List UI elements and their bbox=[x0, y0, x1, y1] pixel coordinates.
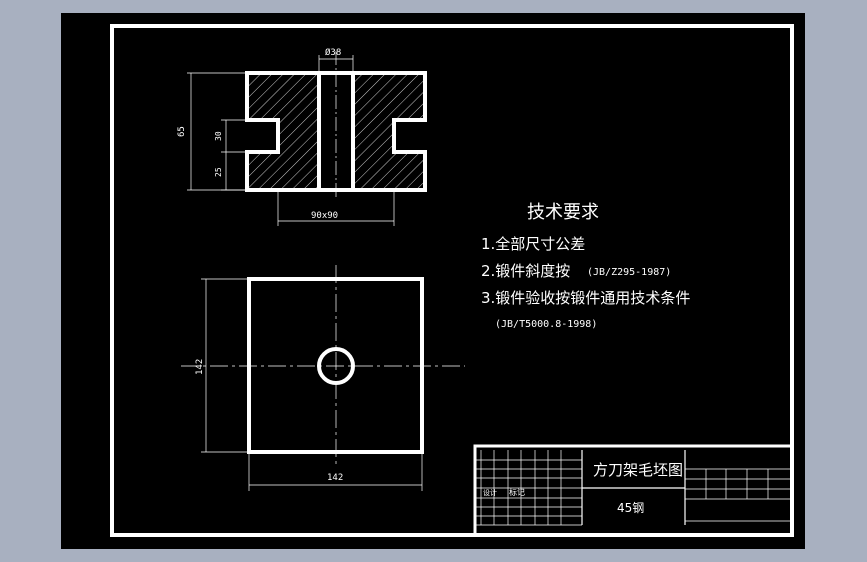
dim-height: 65 bbox=[177, 126, 187, 137]
tech-item-1: 1.全部尺寸公差 bbox=[481, 235, 585, 253]
dim-slot: 30 bbox=[214, 131, 223, 141]
drawing-frame bbox=[110, 24, 794, 537]
section-outline bbox=[245, 71, 427, 192]
tech-item-2: 2.锻件斜度按 bbox=[481, 262, 570, 280]
dim-base: 90x90 bbox=[311, 211, 338, 221]
tech-requirements: 技术要求 1.全部尺寸公差 2.锻件斜度按 (JB/Z295-1987) 3.锻… bbox=[481, 202, 690, 330]
tech-item-3: 3.锻件验收按锻件通用技术条件 bbox=[481, 289, 690, 307]
material: 45钢 bbox=[617, 501, 644, 515]
section-left-hatch bbox=[249, 75, 319, 188]
title-block: 标记 设计 方刀架毛坯图 45钢 bbox=[473, 444, 794, 537]
section-view: Ø38 65 30 25 90x90 bbox=[177, 47, 427, 226]
dim-bore: Ø38 bbox=[325, 47, 341, 58]
plan-outline bbox=[247, 277, 424, 454]
tech-item-3-ref: (JB/T5000.8-1998) bbox=[495, 319, 597, 330]
plan-view: 142 142 bbox=[181, 265, 465, 491]
tech-item-2-ref: (JB/Z295-1987) bbox=[587, 267, 671, 278]
dim-plan-height: 142 bbox=[195, 359, 205, 375]
dim-bottom: 25 bbox=[214, 167, 223, 177]
tech-title: 技术要求 bbox=[527, 202, 599, 223]
section-right-hatch bbox=[353, 75, 423, 188]
part-name: 方刀架毛坯图 bbox=[593, 461, 683, 479]
drawing-viewport[interactable]: Ø38 65 30 25 90x90 142 14 bbox=[61, 13, 805, 549]
title-block-label-2: 设计 bbox=[483, 488, 497, 497]
dim-plan-width: 142 bbox=[327, 473, 343, 483]
title-block-label-1: 标记 bbox=[509, 487, 525, 497]
